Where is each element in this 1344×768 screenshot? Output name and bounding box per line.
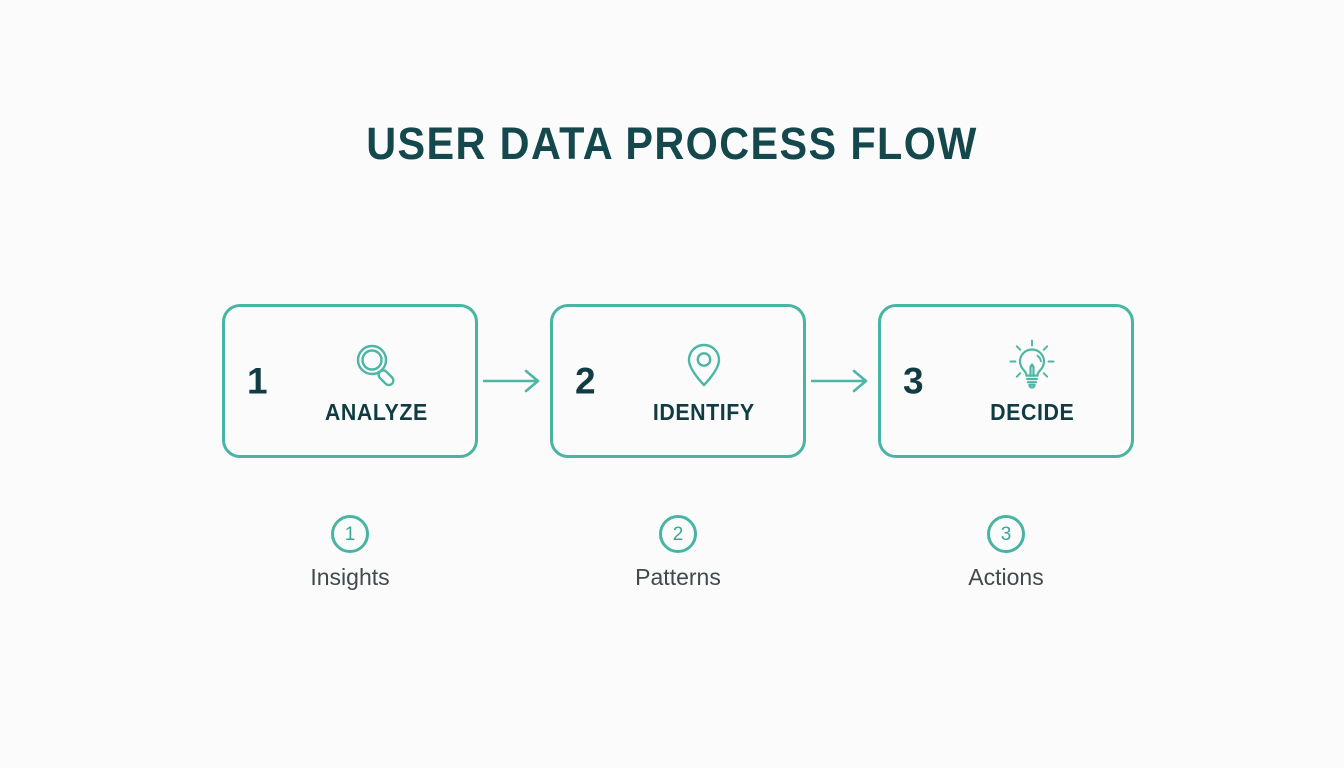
outcome-label: Actions <box>968 564 1044 590</box>
lightbulb-icon <box>1004 337 1060 393</box>
step-label: DECIDE <box>989 398 1075 425</box>
outcome-label: Insights <box>310 564 390 590</box>
outcome-insights[interactable]: 1 Insights <box>222 515 478 591</box>
step-card-identify[interactable]: 2 IDENTIFY <box>550 304 806 458</box>
step-content: IDENTIFY <box>611 307 797 455</box>
outcome-label: Patterns <box>635 564 721 590</box>
step-label: IDENTIFY <box>653 398 755 425</box>
outcome-badge: 1 <box>331 515 369 553</box>
outcome-badge: 2 <box>659 515 697 553</box>
step-card-analyze[interactable]: 1 ANALYZE <box>222 304 478 458</box>
step-content: ANALYZE <box>283 307 469 455</box>
step-content: DECIDE <box>939 307 1125 455</box>
flow-connector-1 <box>478 361 550 401</box>
step-number: 2 <box>575 360 596 402</box>
page-title: USER DATA PROCESS FLOW <box>366 118 978 169</box>
outcome-actions[interactable]: 3 Actions <box>878 515 1134 591</box>
outcome-spacer <box>806 515 878 591</box>
step-card-decide[interactable]: 3 <box>878 304 1134 458</box>
arrow-right-icon <box>811 369 868 393</box>
outcome-badge: 3 <box>987 515 1025 553</box>
outcome-spacer <box>478 515 550 591</box>
outcome-patterns[interactable]: 2 Patterns <box>550 515 806 591</box>
process-flow-row: 1 ANALYZE 2 <box>222 303 1134 459</box>
step-number: 3 <box>903 360 924 402</box>
step-label: ANALYZE <box>324 398 428 425</box>
magnifier-icon <box>348 337 404 393</box>
map-pin-icon <box>676 337 732 393</box>
flow-connector-2 <box>806 361 878 401</box>
step-number: 1 <box>247 360 268 402</box>
outcomes-row: 1 Insights 2 Patterns 3 Actions <box>222 515 1134 591</box>
arrow-right-icon <box>483 369 540 393</box>
